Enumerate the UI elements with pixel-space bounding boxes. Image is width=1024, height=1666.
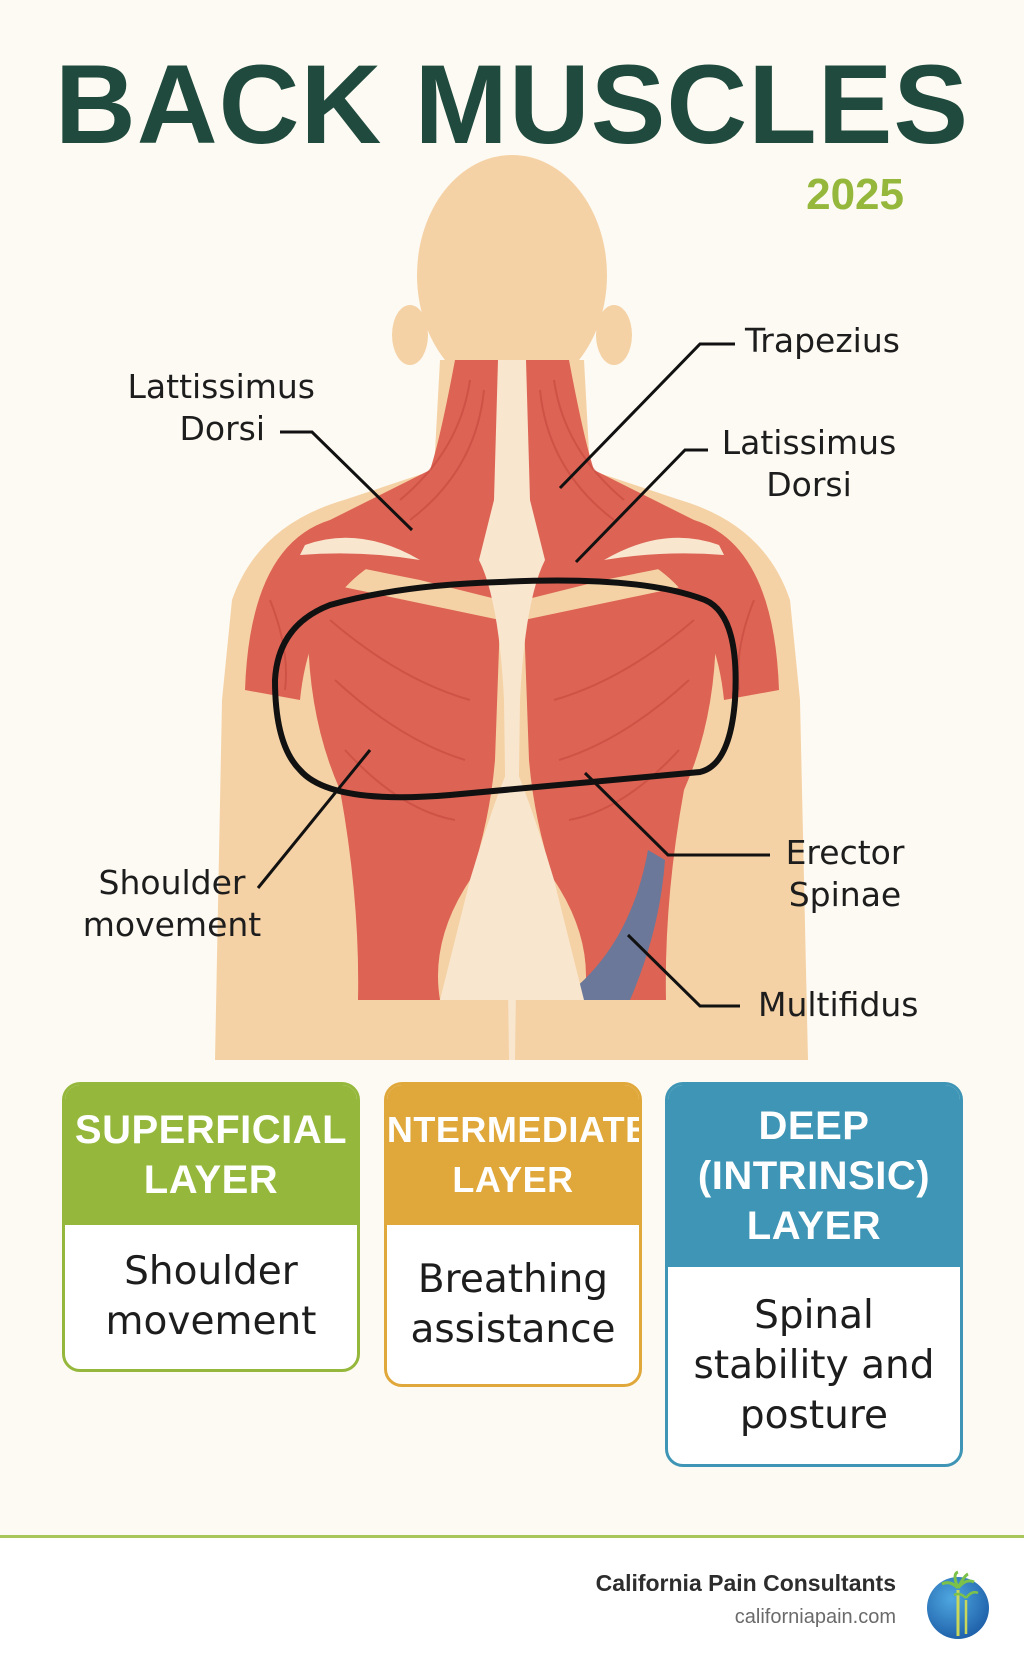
card-deep-layer: DEEP (INTRINSIC) LAYER Spinal stability … — [665, 1082, 963, 1467]
superficial-desc-line1: Shoulder — [124, 1249, 298, 1294]
label-shoulder-movement: Shoulder movement — [72, 862, 272, 946]
card-deep-desc: Spinal stability and posture — [668, 1267, 960, 1464]
deep-desc-line1: Spinal — [754, 1293, 874, 1338]
label-lattissimus-dorsi-left: Lattissimus Dorsi — [100, 366, 315, 450]
company-name: California Pain Consultants — [595, 1570, 896, 1596]
page-title: BACK MUSCLES — [54, 42, 970, 167]
label-latissimus-dorsi-right: Latissimus Dorsi — [715, 422, 903, 506]
label-shoulder-line2: movement — [82, 905, 262, 944]
card-intermediate-title: INTERMEDIATE LAYER — [387, 1085, 639, 1225]
intermediate-desc-line2: assistance — [410, 1307, 616, 1352]
highlight-loop — [271, 577, 739, 801]
palm-tree-logo-icon — [927, 1570, 989, 1639]
label-latissimus-line1: Latissimus — [721, 423, 897, 462]
superficial-title-line1: SUPERFICIAL — [74, 1108, 348, 1152]
footer — [0, 1538, 1024, 1666]
card-superficial-desc: Shoulder movement — [65, 1225, 357, 1369]
intermediate-title-line1: INTERMEDIATE — [384, 1109, 642, 1150]
intermediate-desc-line1: Breathing — [417, 1257, 609, 1302]
card-superficial-title: SUPERFICIAL LAYER — [65, 1085, 357, 1225]
label-latissimus-line2: Dorsi — [766, 465, 852, 504]
deep-desc-line3: posture — [739, 1393, 889, 1438]
label-erector-spinae: Erector Spinae — [770, 832, 920, 916]
deep-title-line2: (INTRINSIC) — [697, 1154, 931, 1198]
label-erector-line2: Spinae — [788, 875, 902, 914]
leader-lines — [256, 342, 770, 1008]
label-multifidus: Multifidus — [758, 985, 919, 1024]
label-trapezius: Trapezius — [745, 321, 900, 360]
deep-title-line3: LAYER — [746, 1204, 882, 1248]
label-shoulder-line1: Shoulder — [98, 863, 246, 902]
label-lattissimus-line1: Lattissimus — [127, 367, 315, 406]
deep-title-line1: DEEP — [758, 1104, 870, 1148]
footer-divider — [0, 1535, 1024, 1538]
card-deep-title: DEEP (INTRINSIC) LAYER — [668, 1085, 960, 1267]
website-link[interactable]: californiapain.com — [734, 1606, 896, 1628]
muscle-layer — [245, 360, 779, 1060]
card-superficial-layer: SUPERFICIAL LAYER Shoulder movement — [62, 1082, 360, 1372]
label-erector-line1: Erector — [785, 833, 905, 872]
deep-desc-line2: stability and — [693, 1343, 935, 1388]
label-lattissimus-line2: Dorsi — [179, 409, 265, 448]
intermediate-title-line2: LAYER — [452, 1159, 574, 1200]
superficial-title-line2: LAYER — [143, 1158, 279, 1202]
superficial-desc-line2: movement — [105, 1299, 317, 1344]
year-label: 2025 — [806, 170, 904, 219]
card-intermediate-layer: INTERMEDIATE LAYER Breathing assistance — [384, 1082, 642, 1387]
back-anatomy-illustration — [215, 155, 808, 1060]
card-intermediate-desc: Breathing assistance — [387, 1225, 639, 1384]
